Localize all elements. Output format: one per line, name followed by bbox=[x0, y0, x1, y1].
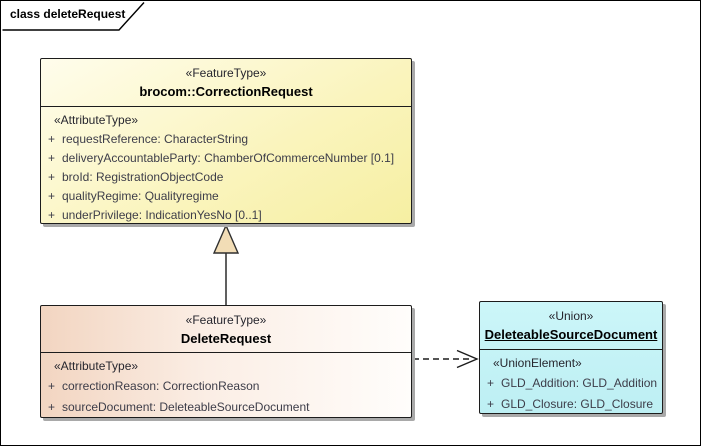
visibility-plus: + bbox=[48, 170, 56, 184]
visibility-plus: + bbox=[48, 132, 56, 146]
visibility-plus: + bbox=[48, 379, 56, 393]
stereotype-label: «FeatureType» bbox=[185, 313, 267, 327]
attribute-text: requestReference: CharacterString bbox=[62, 132, 249, 146]
attribute-section-label: «AttributeType» bbox=[54, 359, 139, 373]
visibility-plus: + bbox=[487, 376, 495, 390]
class-box-delete-request[interactable]: «FeatureType» DeleteRequest «AttributeTy… bbox=[40, 305, 412, 418]
class-header: «Union» DeleteableSourceDocument bbox=[480, 302, 662, 350]
class-header: «FeatureType» DeleteRequest bbox=[41, 306, 411, 353]
attribute-section-label: «AttributeType» bbox=[54, 113, 139, 127]
attributes-compartment: «AttributeType» + requestReference: Char… bbox=[41, 107, 411, 225]
class-box-deleteable-source-document[interactable]: «Union» DeleteableSourceDocument «UnionE… bbox=[479, 301, 663, 414]
frame-title: class deleteRequest bbox=[10, 7, 126, 21]
attribute-section-label: «UnionElement» bbox=[493, 356, 582, 370]
visibility-plus: + bbox=[48, 208, 56, 222]
visibility-plus: + bbox=[487, 397, 495, 411]
dependency-arrow[interactable] bbox=[413, 349, 479, 369]
attribute-row[interactable]: + qualityRegime: Qualityregime bbox=[41, 187, 411, 206]
attribute-row[interactable]: + sourceDocument: DeleteableSourceDocume… bbox=[41, 397, 411, 418]
attribute-row[interactable]: + deliveryAccountableParty: ChamberOfCom… bbox=[41, 149, 411, 168]
attribute-row[interactable]: + GLD_Closure: GLD_Closure bbox=[480, 394, 662, 415]
visibility-plus: + bbox=[48, 151, 56, 165]
class-name: DeleteableSourceDocument bbox=[484, 327, 658, 342]
visibility-plus: + bbox=[48, 189, 56, 203]
attribute-text: sourceDocument: DeleteableSourceDocument bbox=[62, 400, 310, 414]
attributes-compartment: «UnionElement» + GLD_Addition: GLD_Addit… bbox=[480, 350, 662, 415]
stereotype-label: «FeatureType» bbox=[185, 66, 267, 80]
attribute-text: deliveryAccountableParty: ChamberOfComme… bbox=[62, 151, 395, 165]
visibility-plus: + bbox=[48, 400, 56, 414]
class-name: brocom::CorrectionRequest bbox=[139, 84, 313, 99]
generalization-arrow[interactable] bbox=[212, 223, 240, 306]
class-header: «FeatureType» brocom::CorrectionRequest bbox=[41, 59, 411, 107]
attributes-compartment: «AttributeType» + correctionReason: Corr… bbox=[41, 353, 411, 418]
class-box-correction-request[interactable]: «FeatureType» brocom::CorrectionRequest … bbox=[40, 58, 412, 224]
class-name: DeleteRequest bbox=[180, 331, 272, 346]
attribute-row[interactable]: + broId: RegistrationObjectCode bbox=[41, 168, 411, 187]
attribute-row[interactable]: + underPrivilege: IndicationYesNo [0..1] bbox=[41, 206, 411, 225]
attribute-text: qualityRegime: Qualityregime bbox=[62, 189, 219, 203]
attribute-text: underPrivilege: IndicationYesNo [0..1] bbox=[62, 208, 262, 222]
attribute-row[interactable]: + GLD_Addition: GLD_Addition bbox=[480, 373, 662, 394]
attribute-row[interactable]: + requestReference: CharacterString bbox=[41, 130, 411, 149]
attribute-text: GLD_Addition: GLD_Addition bbox=[501, 376, 658, 390]
attribute-text: broId: RegistrationObjectCode bbox=[62, 170, 224, 184]
stereotype-label: «Union» bbox=[548, 309, 594, 323]
attribute-text: GLD_Closure: GLD_Closure bbox=[501, 397, 654, 411]
attribute-row[interactable]: + correctionReason: CorrectionReason bbox=[41, 376, 411, 397]
attribute-text: correctionReason: CorrectionReason bbox=[62, 379, 260, 393]
